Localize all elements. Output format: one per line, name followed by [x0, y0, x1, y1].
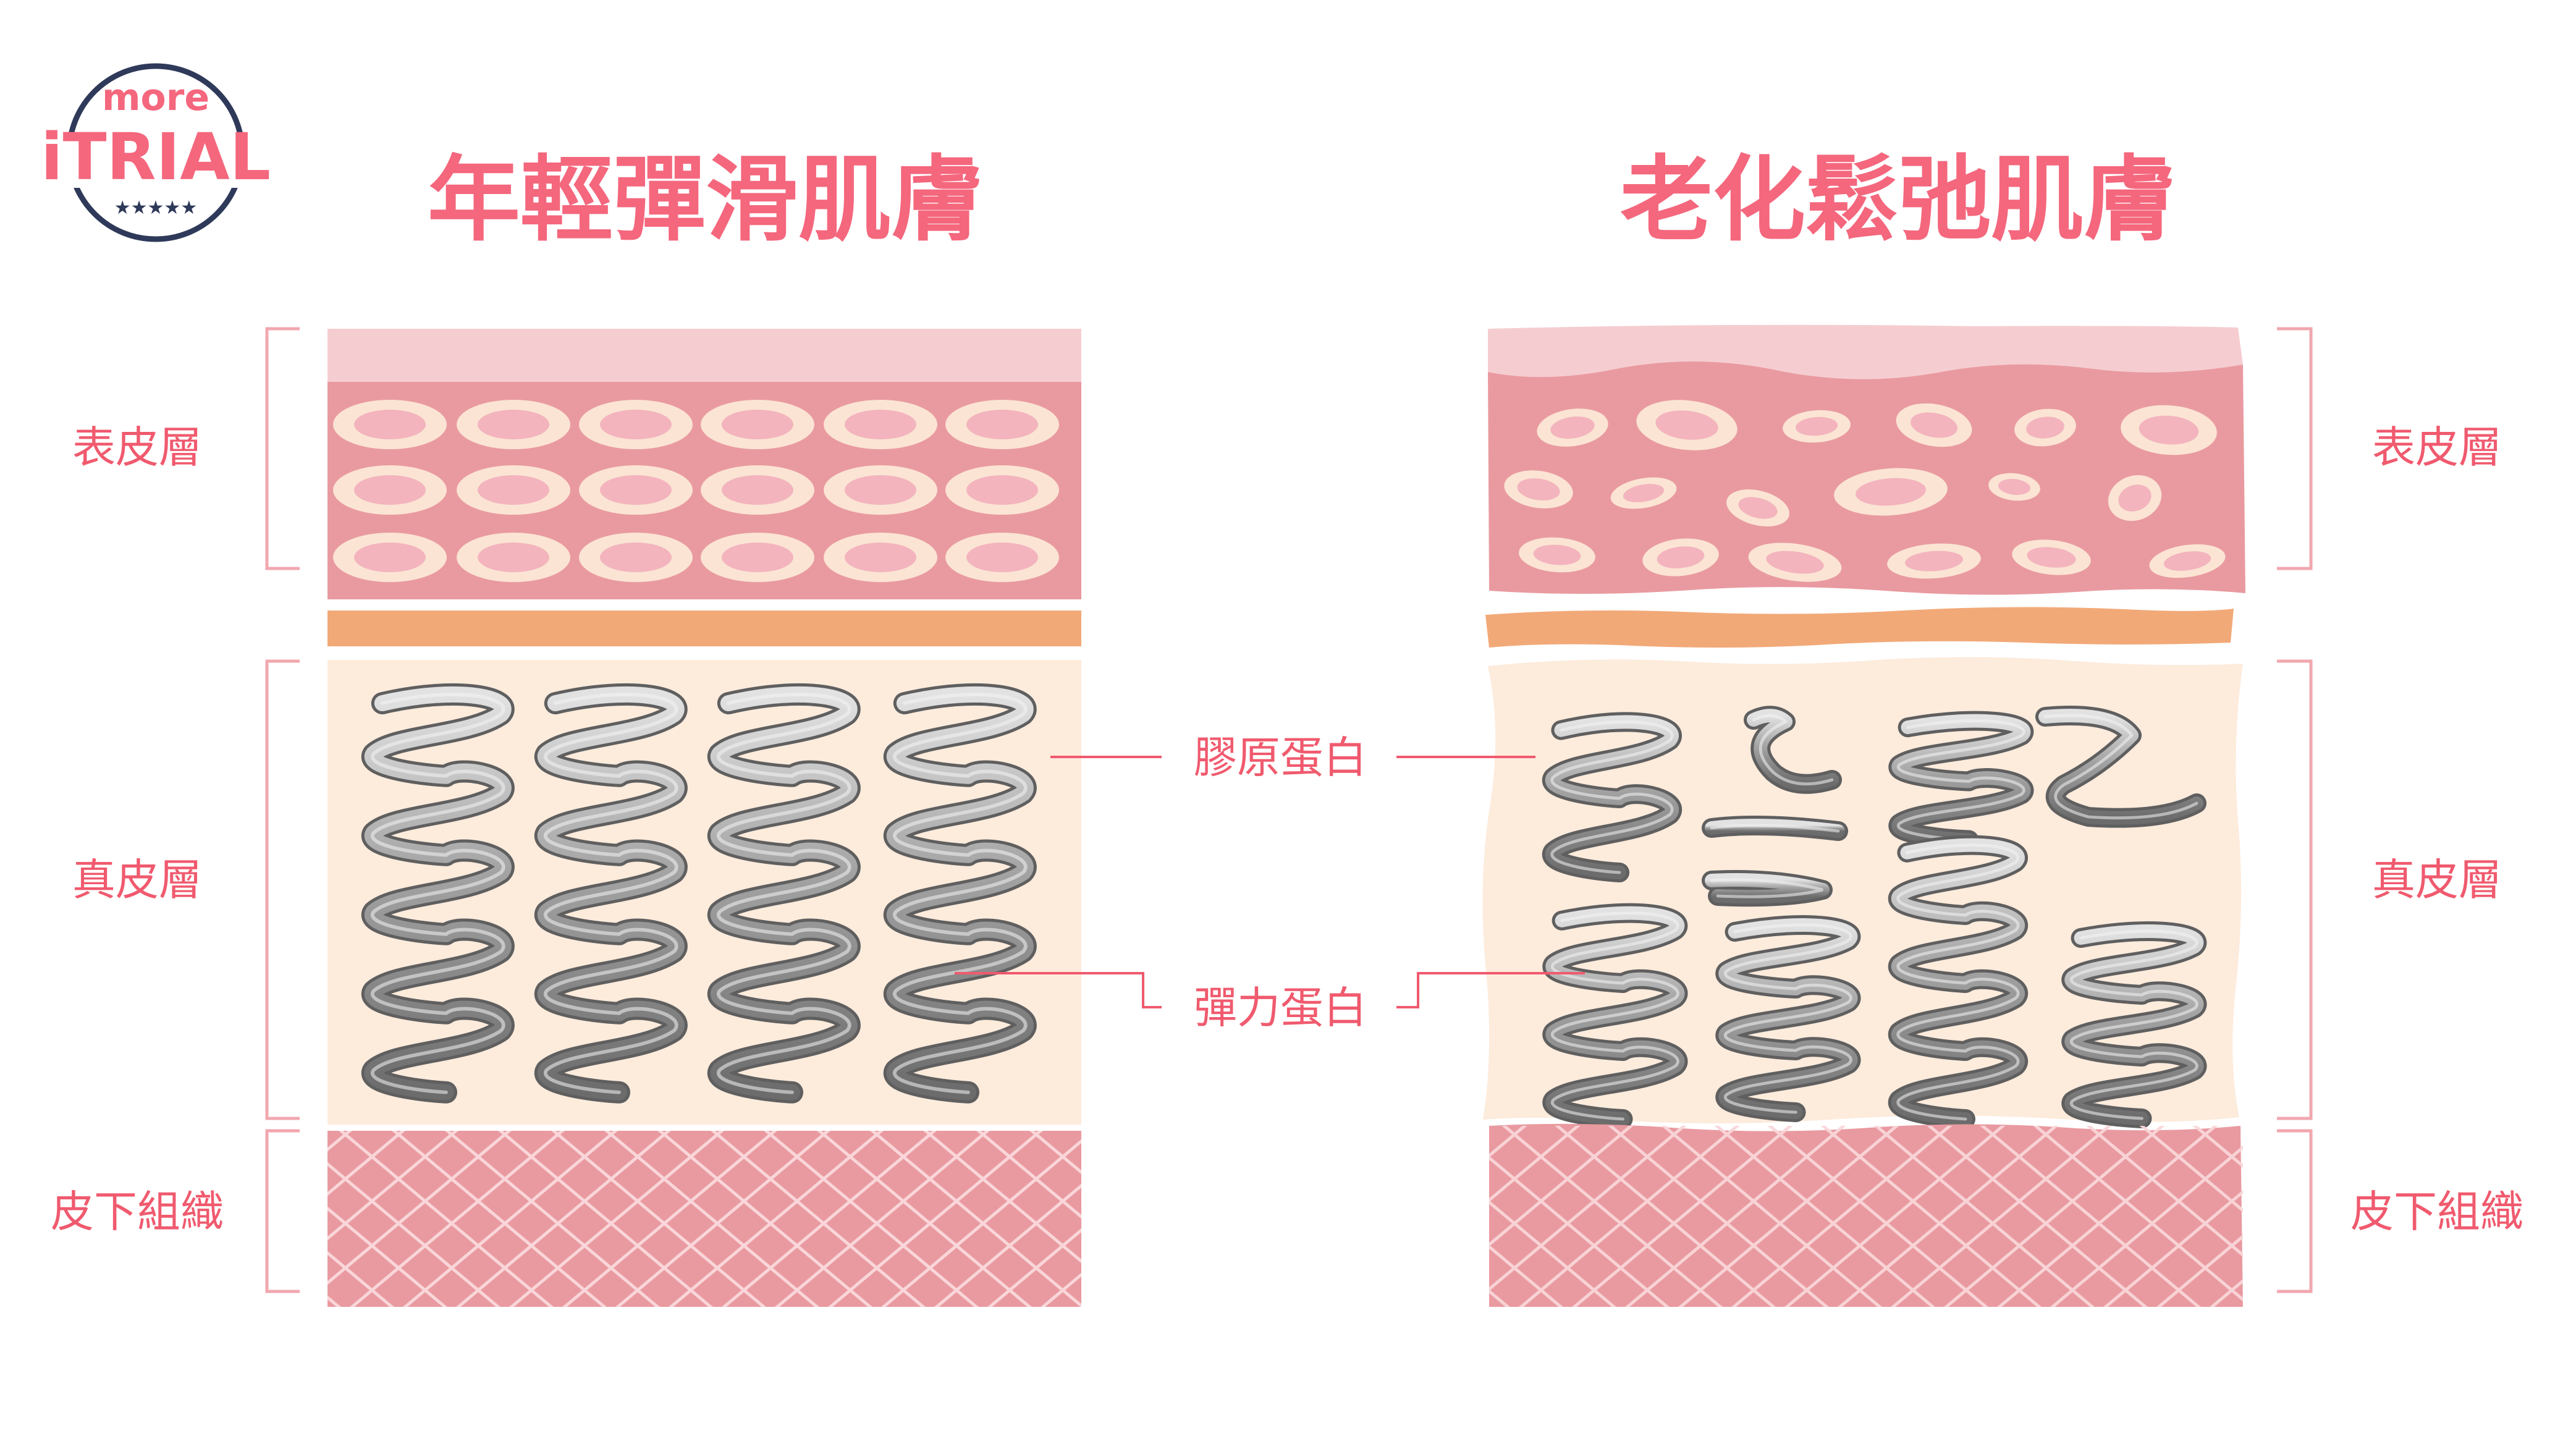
- logo-ring-gap: [49, 135, 263, 188]
- epidermis-cell: [1642, 538, 1719, 577]
- label-epidermis-right: 表皮層: [2372, 422, 2502, 473]
- epidermis-cell: [701, 400, 814, 449]
- label-elastin: 彈力蛋白: [1194, 982, 1367, 1033]
- elastin-spring: [1542, 712, 1682, 882]
- young-subcutaneous-net: [327, 1131, 1081, 1307]
- epidermis-cell: [945, 465, 1059, 515]
- epidermis-cell: [1748, 543, 1842, 582]
- epidermis-cell: [457, 533, 570, 582]
- elastin-spring: [1744, 706, 1842, 794]
- elastin-spring: [1702, 870, 1833, 907]
- elastin-spring: [1715, 915, 1861, 1122]
- elastin-spring: [707, 683, 861, 1104]
- epidermis-cell: [824, 465, 937, 515]
- logo-top-text: more: [102, 76, 209, 119]
- label-epidermis-left: 表皮層: [72, 422, 202, 473]
- epidermis-cell: [333, 400, 447, 449]
- epidermis-cell: [701, 533, 814, 582]
- epidermis-cell: [457, 465, 570, 515]
- epidermis-cell: [579, 465, 693, 515]
- label-dermis-right: 真皮層: [2372, 855, 2502, 905]
- epidermis-cell: [824, 533, 937, 582]
- epidermis-cell: [824, 400, 937, 449]
- itrial-logo[interactable]: more iTRIAL ★★★★★: [41, 63, 271, 242]
- bracket-epidermis-left: [265, 327, 300, 570]
- aged-stratum-corneum: [1488, 324, 2243, 379]
- label-subcutaneous-right: 皮下組織: [2350, 1186, 2523, 1237]
- epidermis-cell: [333, 533, 447, 582]
- callout-lines: [955, 756, 1585, 1008]
- label-subcutaneous-left: 皮下組織: [51, 1186, 224, 1237]
- epidermis-cell: [579, 400, 693, 449]
- elastin-leader-left: [955, 972, 1162, 1008]
- logo-main-text: iTRIAL: [41, 119, 271, 195]
- epidermis-cell: [1726, 489, 1789, 526]
- title-young-skin: 年輕彈滑肌膚: [428, 146, 984, 254]
- elastin-spring: [1542, 903, 1688, 1129]
- aged-basal-layer: [1485, 607, 2234, 648]
- left-brackets: [265, 327, 300, 1293]
- bracket-epidermis-right: [2277, 327, 2313, 570]
- young-skin-panel: [327, 329, 1081, 1307]
- epidermis-cell: [1504, 470, 1573, 509]
- label-dermis-left: 真皮層: [72, 855, 202, 905]
- aged-skin-panel: [1482, 324, 2245, 1307]
- epidermis-cell: [1519, 537, 1595, 573]
- epidermis-cell: [701, 465, 814, 515]
- epidermis-cell: [1896, 403, 1972, 447]
- epidermis-cell: [1610, 477, 1677, 509]
- young-epidermis-cells: [333, 400, 1059, 582]
- epidermis-cell: [2149, 544, 2226, 578]
- elastin-spring: [883, 683, 1037, 1104]
- epidermis-cell: [2012, 539, 2091, 575]
- epidermis-cell: [2108, 475, 2162, 522]
- epidermis-cell: [457, 400, 570, 449]
- epidermis-cell: [2121, 405, 2217, 455]
- epidermis-cell: [2014, 408, 2076, 447]
- epidermis-cell: [1887, 543, 1981, 579]
- elastin-spring: [534, 683, 688, 1104]
- elastin-spring: [2061, 921, 2207, 1128]
- bracket-subcutaneous-right: [2277, 1129, 2313, 1293]
- epidermis-cell: [1636, 400, 1738, 450]
- elastin-spring: [2035, 706, 2206, 828]
- young-basal-layer: [327, 610, 1081, 646]
- epidermis-cell: [945, 533, 1059, 582]
- bracket-subcutaneous-left: [265, 1129, 300, 1293]
- epidermis-cell: [945, 400, 1059, 449]
- epidermis-cell: [1834, 468, 1948, 516]
- aged-subcutaneous-net: [1489, 1126, 2243, 1307]
- elastin-spring: [1888, 711, 2034, 850]
- title-aged-skin: 老化鬆弛肌膚: [1620, 146, 2176, 254]
- elastin-spring: [1888, 835, 2028, 1129]
- elastin-spring: [361, 683, 515, 1104]
- young-elastic-springs: [361, 683, 1037, 1104]
- epidermis-cell: [1988, 473, 2040, 501]
- bracket-dermis-right: [2277, 659, 2313, 1120]
- label-collagen: 膠原蛋白: [1194, 732, 1367, 783]
- epidermis-cell: [333, 465, 447, 515]
- logo-stars: ★★★★★: [114, 197, 197, 219]
- epidermis-cell: [579, 533, 693, 582]
- young-stratum-corneum: [327, 329, 1081, 382]
- right-brackets: [2277, 327, 2313, 1293]
- elastin-spring: [1702, 816, 1848, 841]
- elastin-leader-right: [1396, 972, 1585, 1008]
- aged-broken-springs: [1542, 706, 2207, 1129]
- epidermis-cell: [1537, 408, 1608, 447]
- epidermis-cell: [1783, 410, 1851, 443]
- aged-epidermis-cells: [1504, 400, 2226, 582]
- bracket-dermis-left: [265, 659, 300, 1120]
